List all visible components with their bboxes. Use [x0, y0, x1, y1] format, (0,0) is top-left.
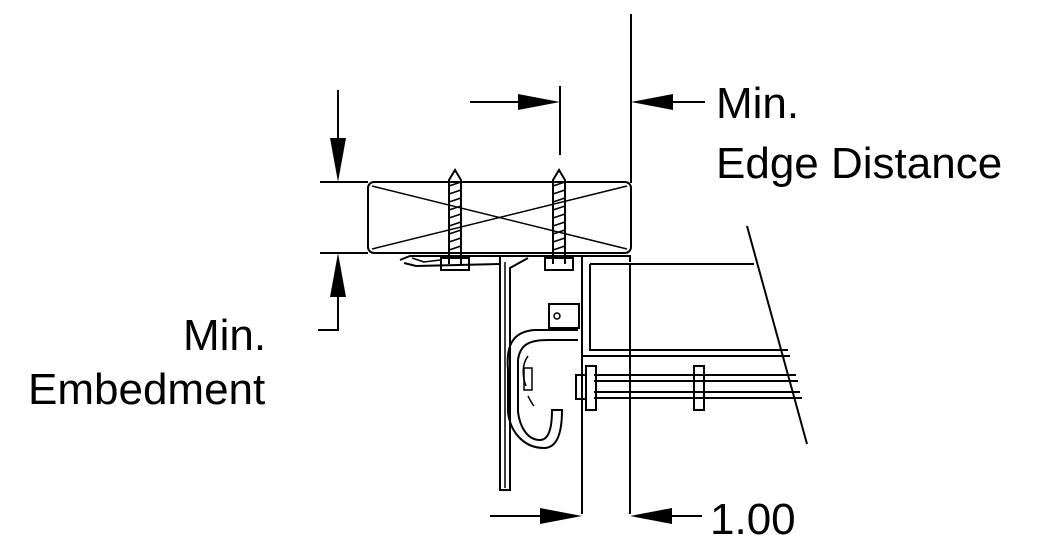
edge-arrow-right	[631, 94, 673, 110]
edge-distance-label-line1: Min.	[716, 79, 799, 128]
edge-distance-label-line2: Edge Distance	[716, 139, 1002, 188]
embedment-label-line1: Min.	[183, 311, 266, 360]
block-outline	[367, 181, 632, 254]
bottom-arrow-left	[540, 508, 582, 524]
embed-arrow-up	[330, 253, 346, 297]
embed-arrow-down	[330, 138, 346, 182]
anchor-bolt-right	[544, 168, 574, 271]
edge-arrow-left	[518, 94, 560, 110]
embed-leader-bottom	[318, 297, 339, 331]
concrete-block	[367, 181, 632, 254]
mounting-bracket	[399, 255, 631, 491]
anchor-bolt-left	[440, 168, 470, 271]
dimension-value-label: 1.00	[710, 495, 796, 542]
carrier-frame	[575, 225, 808, 514]
bottom-dimension	[490, 508, 702, 524]
embedment-dimension	[318, 90, 368, 331]
embedment-label-line2: Embedment	[28, 365, 265, 414]
j-hook	[506, 329, 578, 450]
bottom-arrow-right	[630, 508, 672, 524]
block-cross-2	[371, 185, 628, 250]
edge-distance-dimension	[470, 86, 705, 155]
